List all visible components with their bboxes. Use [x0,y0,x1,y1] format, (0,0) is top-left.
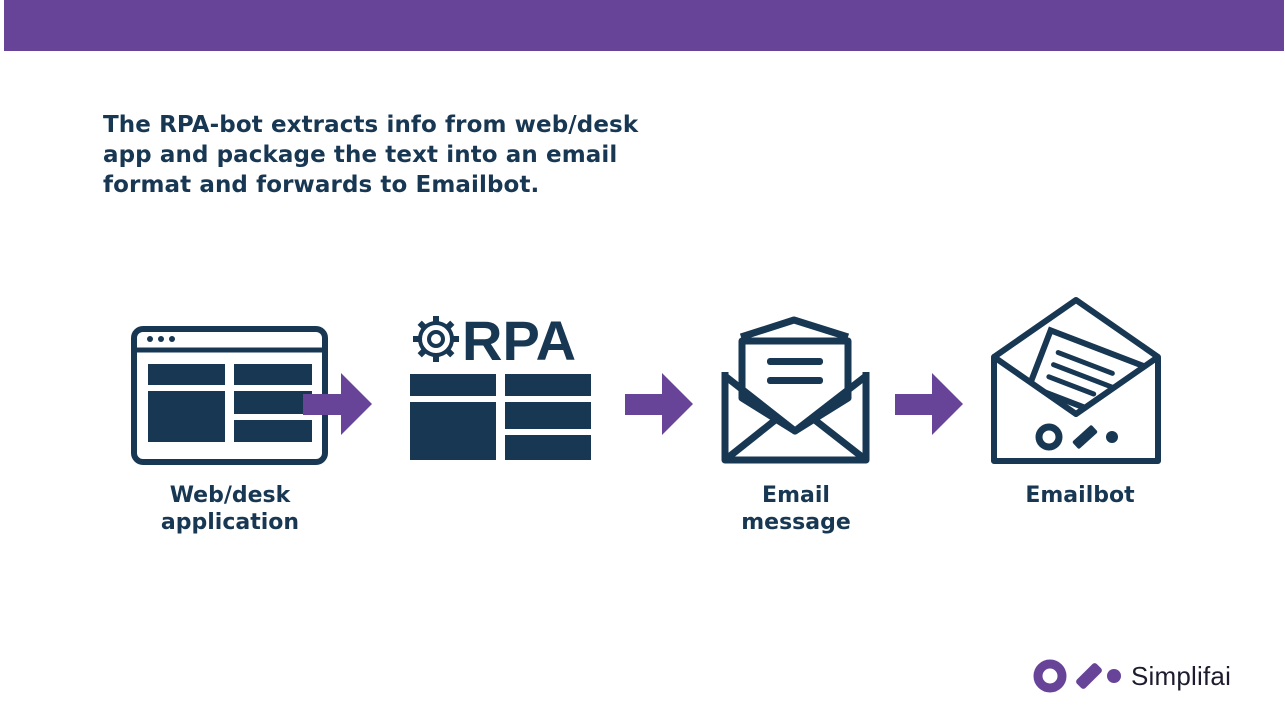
arrow-right-icon [895,373,963,435]
brand-name: Simplifai [1131,660,1232,691]
label-line: Web/desk [169,483,291,508]
headline-line: format and forwards to Emailbot. [103,172,540,198]
email-message-icon [721,316,870,464]
label-line: message [741,510,851,535]
arrow-right-icon [625,373,693,435]
label-line: application [160,510,300,535]
step-label-emailbot: Emailbot [980,482,1180,509]
rpa-icon: RPA [410,309,591,460]
top-banner [4,0,1284,51]
headline-line: app and package the text into an email [103,142,618,168]
web-desk-app-icon [131,326,328,465]
arrow-right-icon [303,373,372,435]
simplifai-logo: Simplifai [1033,656,1231,696]
simplifai-logo-icon [1033,659,1121,693]
headline: The RPA-bot extracts info from web/desk … [103,110,703,200]
headline-line: The RPA-bot extracts info from web/desk [103,112,639,138]
step-label-web-desk: Web/desk application [130,482,330,536]
label-line: Email [762,483,830,508]
gear-icon [413,316,459,362]
rpa-icon-text: RPA [462,309,576,372]
emailbot-icon [991,297,1161,464]
label-line: Emailbot [1025,483,1135,508]
step-label-email-message: Email message [696,482,896,536]
